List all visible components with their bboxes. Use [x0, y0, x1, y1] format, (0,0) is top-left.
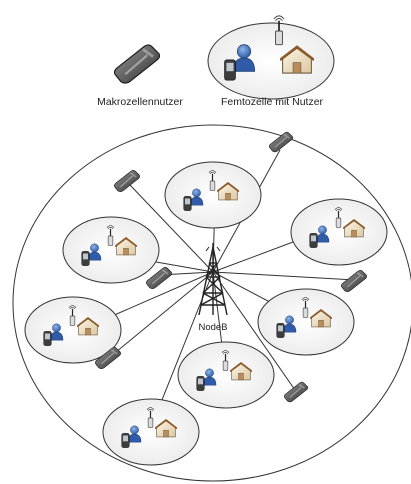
- legend: Makrozellennutzer Femtozelle mit Nutzer: [97, 14, 335, 108]
- mobile-phone-icon: [340, 269, 368, 293]
- nodeb-label: NodeB: [198, 322, 227, 333]
- femto-cell-1: [165, 162, 261, 228]
- femto-cells: [25, 162, 387, 465]
- mobile-phone-icon: [283, 381, 309, 403]
- femto-cell-2: [63, 217, 159, 283]
- handheld-icon: [224, 59, 236, 81]
- mobile-phone-icon: [113, 169, 141, 193]
- mobile-phone-icon: [145, 266, 173, 290]
- mobile-phone-icon: [268, 131, 294, 153]
- femto-cell-3: [291, 199, 387, 265]
- macro-cell-boundary: [12, 124, 411, 482]
- femto-cell-6: [178, 342, 274, 408]
- macro-user-legend-label: Makrozellennutzer: [97, 96, 183, 108]
- femto-legend-label: Femtozelle mit Nutzer: [221, 96, 324, 108]
- femto-cell-5: [258, 289, 354, 355]
- femto-legend-cell: [207, 22, 335, 100]
- macro-user-phone-icon: [113, 43, 161, 85]
- femto-cell-7: [103, 399, 199, 465]
